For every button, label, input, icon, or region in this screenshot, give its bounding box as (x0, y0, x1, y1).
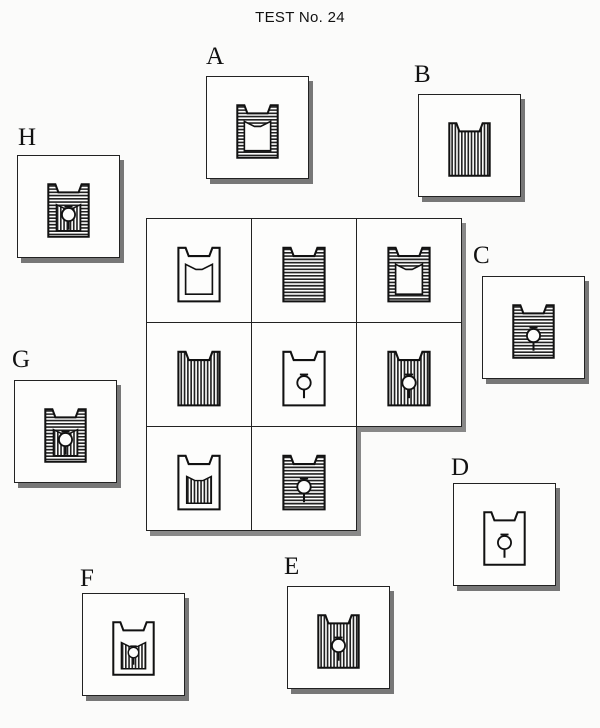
vase-icon (526, 326, 541, 351)
matrix-cell (356, 218, 462, 323)
vest-figure (282, 454, 326, 511)
test-title: TEST No. 24 (255, 9, 345, 26)
option-label-h: H (18, 124, 37, 151)
vest-figure (177, 350, 221, 407)
vase-icon (127, 645, 140, 665)
vest-figure (44, 408, 87, 463)
vest-figure (483, 511, 526, 566)
option-tile-c[interactable] (482, 276, 585, 379)
vase-icon (58, 430, 73, 455)
vest-figure (47, 183, 90, 238)
vest-figure (177, 246, 221, 303)
matrix-cell (251, 426, 357, 531)
vase-icon (401, 373, 417, 399)
option-label-f: F (80, 565, 94, 592)
option-tile-b[interactable] (418, 94, 521, 197)
matrix-cell (251, 322, 357, 427)
vase-icon (296, 477, 312, 503)
vest-figure (387, 350, 431, 407)
vase-icon (61, 205, 76, 230)
option-tile-h[interactable] (17, 155, 120, 258)
vest-figure (236, 104, 279, 159)
vest-figure (282, 350, 326, 407)
vest-figure (512, 304, 555, 359)
option-label-a: A (206, 43, 225, 70)
option-label-c: C (473, 242, 490, 269)
vest-figure (112, 621, 155, 676)
vase-icon (296, 373, 312, 399)
option-tile-f[interactable] (82, 593, 185, 696)
option-tile-a[interactable] (206, 76, 309, 179)
vest-figure (317, 614, 360, 669)
option-label-g: G (12, 346, 31, 373)
option-label-b: B (414, 61, 431, 88)
matrix-cell (146, 426, 252, 531)
matrix-cell (356, 322, 462, 427)
vase-icon (331, 636, 346, 661)
vest-figure (448, 122, 491, 177)
vest-figure (177, 454, 221, 511)
vest-figure (387, 246, 431, 303)
puzzle-matrix (146, 218, 462, 534)
matrix-cell (146, 322, 252, 427)
option-label-e: E (284, 553, 300, 580)
matrix-cell (251, 218, 357, 323)
vase-icon (497, 533, 512, 558)
option-tile-e[interactable] (287, 586, 390, 689)
option-label-d: D (451, 454, 470, 481)
matrix-cell (146, 218, 252, 323)
vest-figure (282, 246, 326, 303)
option-tile-d[interactable] (453, 483, 556, 586)
option-tile-g[interactable] (14, 380, 117, 483)
